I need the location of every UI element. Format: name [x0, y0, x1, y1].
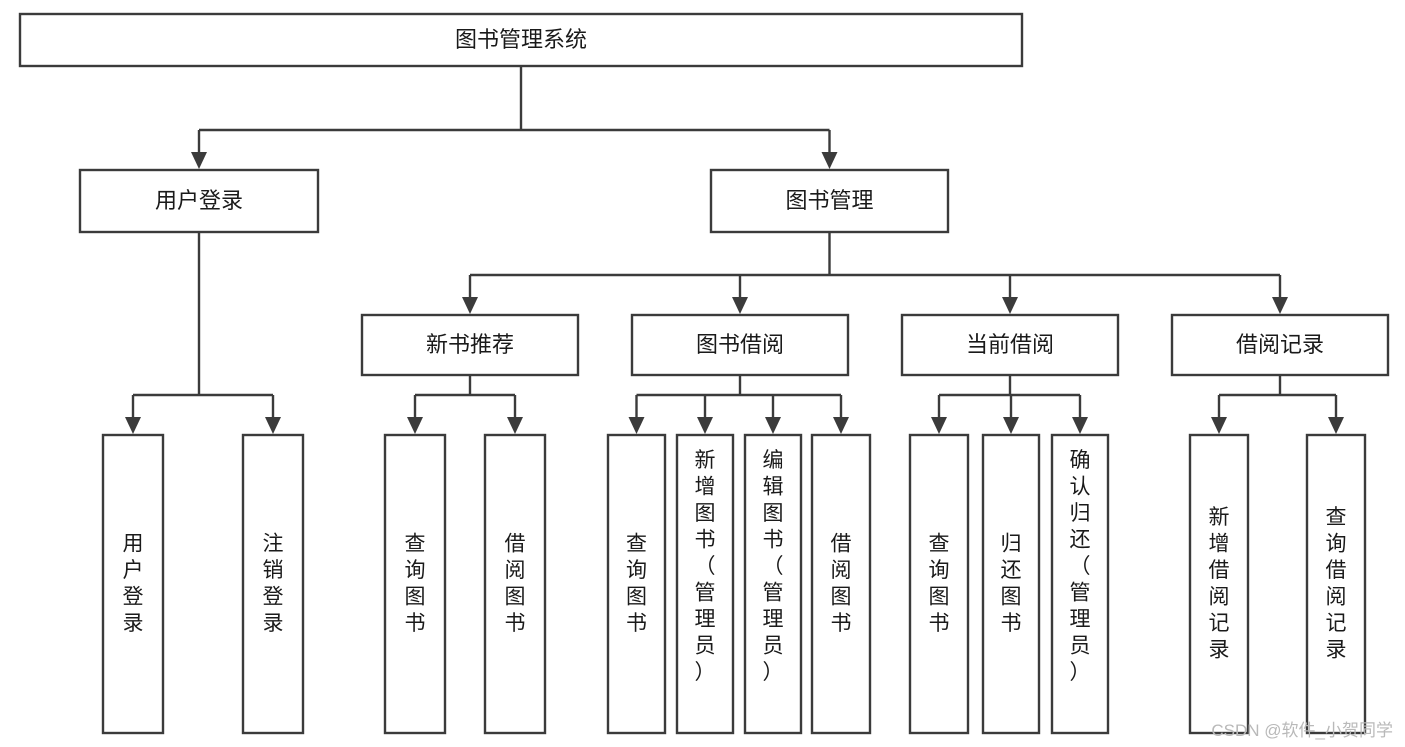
node-label: 注销登录 [263, 532, 284, 635]
node-box [360, 313, 580, 377]
arrow-head-icon [125, 417, 141, 434]
arrow-head-icon [732, 297, 748, 314]
node-box [1188, 433, 1250, 735]
arrow-head-icon [1272, 297, 1288, 314]
node-box [810, 433, 872, 735]
node-box [606, 433, 667, 735]
arrow-head-icon [191, 152, 207, 169]
node-current[interactable]: 当前借阅 [900, 313, 1120, 377]
node-leaf9[interactable]: 查询图书 [908, 433, 970, 735]
node-borrow[interactable]: 图书借阅 [630, 313, 850, 377]
node-leaf12[interactable]: 新增借阅记录 [1188, 433, 1250, 735]
arrow-head-icon [407, 417, 423, 434]
arrow-head-icon [507, 417, 523, 434]
node-label: 新增借阅记录 [1209, 505, 1230, 661]
arrow-head-icon [833, 417, 849, 434]
node-records[interactable]: 借阅记录 [1170, 313, 1390, 377]
node-box [1305, 433, 1367, 735]
node-label: 查询图书 [929, 532, 950, 635]
node-label: 归还图书 [1001, 532, 1022, 635]
node-leaf3[interactable]: 查询图书 [383, 433, 447, 735]
node-box [483, 433, 547, 735]
node-leaf10[interactable]: 归还图书 [981, 433, 1041, 735]
node-box [1170, 313, 1390, 377]
node-leaf4[interactable]: 借阅图书 [483, 433, 547, 735]
node-leaf13[interactable]: 查询借阅记录 [1305, 433, 1367, 735]
node-box [18, 12, 1024, 68]
node-leaf2[interactable]: 注销登录 [241, 433, 305, 735]
arrow-head-icon [1211, 417, 1227, 434]
node-box [900, 313, 1120, 377]
node-label: 确认归还（管理员） [1070, 449, 1091, 684]
node-label: 借阅图书 [831, 532, 852, 635]
node-label: 查询图书 [405, 532, 426, 635]
node-box [709, 168, 950, 234]
node-login[interactable]: 用户登录 [78, 168, 320, 234]
node-leaf6[interactable]: 新增图书（管理员） [675, 433, 735, 735]
node-label: 当前借阅 [966, 332, 1054, 357]
node-label: 图书管理系统 [455, 27, 587, 52]
node-box [101, 433, 165, 735]
node-leaf8[interactable]: 借阅图书 [810, 433, 872, 735]
arrow-head-icon [1002, 297, 1018, 314]
node-box [383, 433, 447, 735]
arrow-head-icon [1328, 417, 1344, 434]
node-label: 新增图书（管理员） [695, 449, 716, 684]
node-label: 图书借阅 [696, 332, 784, 357]
node-newbook[interactable]: 新书推荐 [360, 313, 580, 377]
node-label: 用户登录 [155, 188, 243, 213]
node-box [675, 433, 735, 735]
node-label: 图书管理 [785, 188, 873, 213]
node-box [981, 433, 1041, 735]
arrow-head-icon [1003, 417, 1019, 434]
node-label: 借阅图书 [505, 532, 526, 635]
node-leaf11[interactable]: 确认归还（管理员） [1050, 433, 1110, 735]
node-leaf7[interactable]: 编辑图书（管理员） [743, 433, 803, 735]
arrow-head-icon [265, 417, 281, 434]
node-bookmgmt[interactable]: 图书管理 [709, 168, 950, 234]
node-label: 用户登录 [123, 532, 144, 635]
node-box [1050, 433, 1110, 735]
node-root[interactable]: 图书管理系统 [18, 12, 1024, 68]
node-leaf5[interactable]: 查询图书 [606, 433, 667, 735]
node-label: 查询借阅记录 [1326, 505, 1347, 661]
arrow-head-icon [931, 417, 947, 434]
arrow-head-icon [821, 152, 838, 169]
arrow-head-icon [697, 417, 713, 434]
node-box [630, 313, 850, 377]
node-label: 新书推荐 [426, 332, 514, 357]
node-label: 查询图书 [626, 532, 647, 635]
arrow-head-icon [765, 417, 781, 434]
node-box [78, 168, 320, 234]
connectors-layer [125, 66, 1344, 434]
arrow-head-icon [628, 417, 645, 434]
arrow-head-icon [1072, 417, 1088, 434]
node-box [743, 433, 803, 735]
arrow-head-icon [462, 297, 478, 314]
node-box [241, 433, 305, 735]
node-leaf1[interactable]: 用户登录 [101, 433, 165, 735]
node-label: 借阅记录 [1236, 332, 1324, 357]
nodes-layer: 图书管理系统用户登录图书管理新书推荐图书借阅当前借阅借阅记录用户登录注销登录查询… [18, 12, 1390, 735]
node-box [908, 433, 970, 735]
node-label: 编辑图书（管理员） [763, 449, 784, 684]
